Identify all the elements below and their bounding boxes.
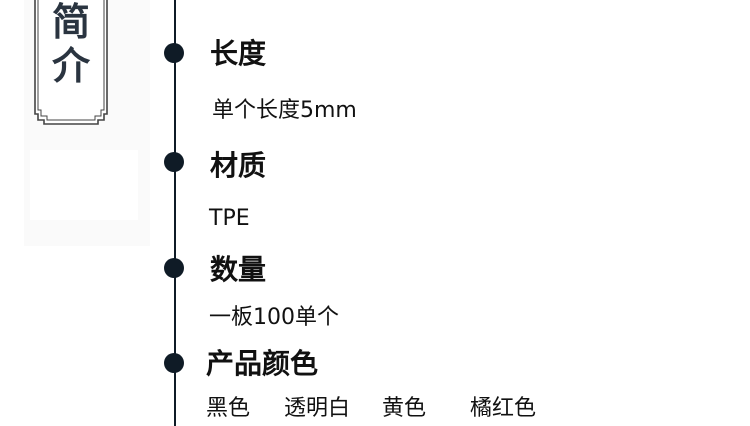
section-heading-quantity: 数量: [210, 253, 267, 286]
timeline-bullet-icon: [164, 152, 184, 172]
color-option-black: 黑色: [206, 396, 251, 421]
section-value-length: 单个长度5mm: [212, 98, 357, 123]
color-option-yellow: 黄色: [382, 396, 427, 421]
plaque-title-char: 简: [51, 0, 90, 44]
title-plaque: 简 介: [34, 0, 108, 134]
color-option-orange-red: 橘红色: [470, 396, 537, 421]
plaque-title: 简 介: [34, 0, 108, 88]
timeline-line: [174, 0, 176, 426]
timeline-bullet-icon: [164, 43, 184, 63]
timeline-bullet-icon: [164, 353, 184, 373]
section-heading-material: 材质: [210, 149, 267, 182]
section-heading-colors: 产品颜色: [206, 347, 319, 380]
section-value-quantity: 一板100单个: [209, 305, 339, 330]
plaque-frame-icon: [34, 0, 108, 125]
side-panel-highlight: [30, 150, 138, 220]
timeline-bullet-icon: [164, 258, 184, 278]
color-option-clear-white: 透明白: [284, 396, 351, 421]
plaque-title-char: 介: [51, 44, 90, 88]
section-heading-length: 长度: [210, 37, 267, 70]
section-value-material: TPE: [209, 206, 250, 231]
